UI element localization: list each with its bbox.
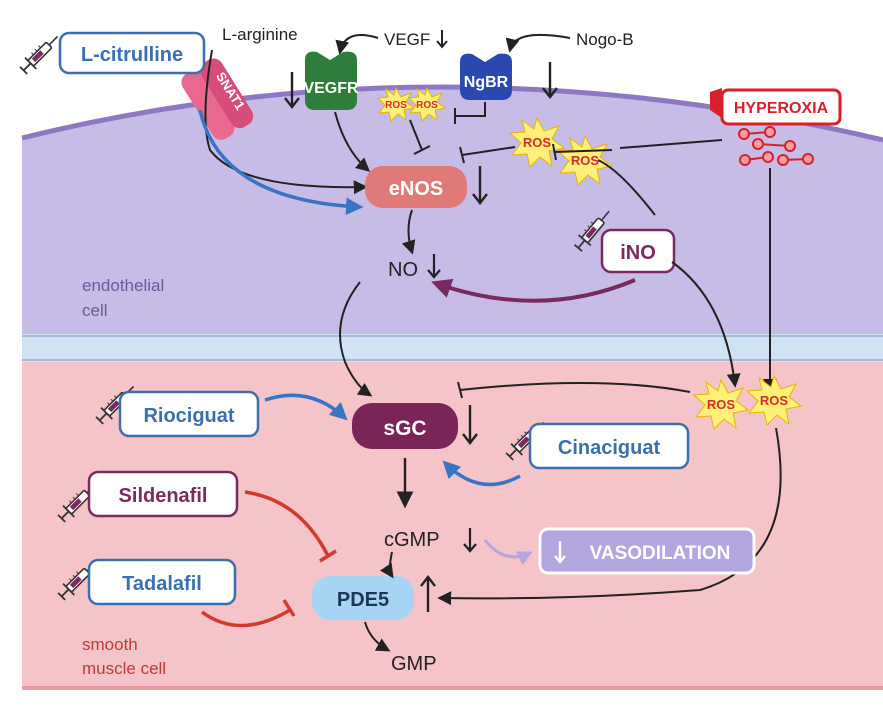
vegfr-label: VEGFR (303, 80, 359, 97)
syringe-icon (17, 29, 65, 77)
up-arrow-icon (420, 575, 436, 612)
tadalafil-label: Tadalafil (122, 573, 202, 595)
vasodilation-label: VASODILATION (590, 543, 731, 564)
ros-burst-icon: ROS (692, 378, 750, 430)
down-arrow-icon (462, 405, 478, 445)
endothelial-cell-label-2: cell (82, 301, 108, 320)
ino-box (600, 228, 676, 274)
riociguat-box (118, 390, 260, 438)
smooth-muscle-label-2: muscle cell (82, 659, 166, 678)
l-citrulline-box (58, 31, 206, 75)
tadalafil-box (87, 558, 237, 606)
ino-label: iNO (620, 242, 656, 264)
down-arrow-icon (542, 62, 558, 99)
pde5-label: PDE5 (337, 589, 389, 611)
sildenafil-label: Sildenafil (119, 485, 208, 507)
ros-label: ROS (760, 393, 789, 408)
endothelial-cell-region (22, 86, 883, 340)
vegf-label: VEGF (384, 30, 430, 49)
cinaciguat-label: Cinaciguat (558, 437, 661, 459)
endothelial-cell-label: endothelial (82, 276, 164, 295)
down-arrow-icon (472, 166, 488, 205)
down-arrow-icon (427, 254, 441, 279)
ngbr-label: NgBR (464, 74, 509, 91)
ros-label: ROS (571, 153, 600, 168)
riociguat-label: Riociguat (143, 405, 234, 427)
ros-label: ROS (385, 100, 407, 111)
no-label: NO (388, 259, 418, 281)
gmp-label: GMP (391, 653, 437, 675)
smooth-muscle-label: smooth (82, 635, 138, 654)
down-arrow-icon (554, 541, 566, 564)
enos-enzyme (365, 166, 467, 208)
down-arrow-icon (436, 30, 448, 49)
ros-burst-icon: ROS (376, 86, 416, 122)
ros-label: ROS (523, 135, 552, 150)
ros-burst-icon: ROS (407, 86, 447, 122)
oxygen-molecule-icon (738, 126, 814, 166)
sgc-enzyme (352, 403, 458, 449)
cell-interface-band (22, 334, 883, 362)
ros-burst-icon: ROS (508, 116, 566, 168)
cgmp-label: cGMP (384, 529, 440, 551)
cinaciguat-box (528, 422, 690, 470)
ros-burst-icon: ROS (745, 374, 803, 426)
hyperoxia-badge: HYPEROXIA (710, 88, 842, 126)
ngbr-receptor (460, 53, 512, 100)
hyperoxia-label: HYPEROXIA (734, 100, 829, 117)
sildenafil-box (87, 470, 239, 518)
ros-label: ROS (416, 100, 438, 111)
down-arrow-icon (284, 72, 300, 109)
enos-label: eNOS (389, 178, 443, 200)
l-arginine-label: L-arginine (222, 25, 298, 44)
ros-burst-icon: ROS (556, 134, 614, 186)
sgc-label: sGC (383, 417, 426, 440)
pde5-enzyme (312, 576, 414, 620)
vasodilation-box (538, 527, 756, 575)
nogo-b-label: Nogo-B (576, 30, 634, 49)
down-arrow-icon (463, 528, 477, 553)
l-citrulline-label: L-citrulline (81, 44, 183, 66)
ros-label: ROS (707, 397, 736, 412)
vegfr-receptor (305, 51, 357, 110)
